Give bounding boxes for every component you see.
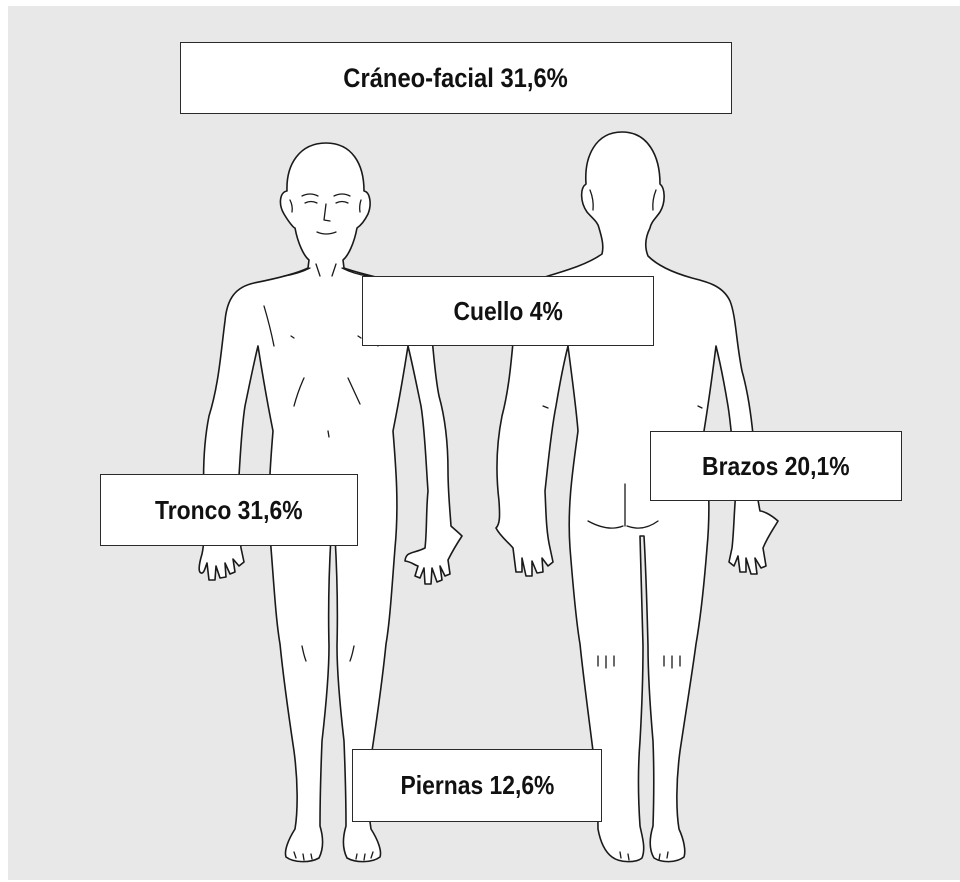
region-label-piernas: Piernas 12,6% xyxy=(352,749,602,822)
region-label-text: Cuello 4% xyxy=(453,296,562,327)
region-label-text: Tronco 31,6% xyxy=(155,495,303,526)
region-label-text: Brazos 20,1% xyxy=(702,451,850,482)
diagram-panel: Cráneo-facial 31,6% Cuello 4% Brazos 20,… xyxy=(8,6,960,880)
region-label-tronco: Tronco 31,6% xyxy=(100,474,358,546)
region-label-text: Cráneo-facial 31,6% xyxy=(344,63,569,94)
region-label-craneo-facial: Cráneo-facial 31,6% xyxy=(180,42,732,114)
region-label-text: Piernas 12,6% xyxy=(400,770,554,801)
region-label-cuello: Cuello 4% xyxy=(362,276,654,346)
region-label-brazos: Brazos 20,1% xyxy=(650,431,902,501)
